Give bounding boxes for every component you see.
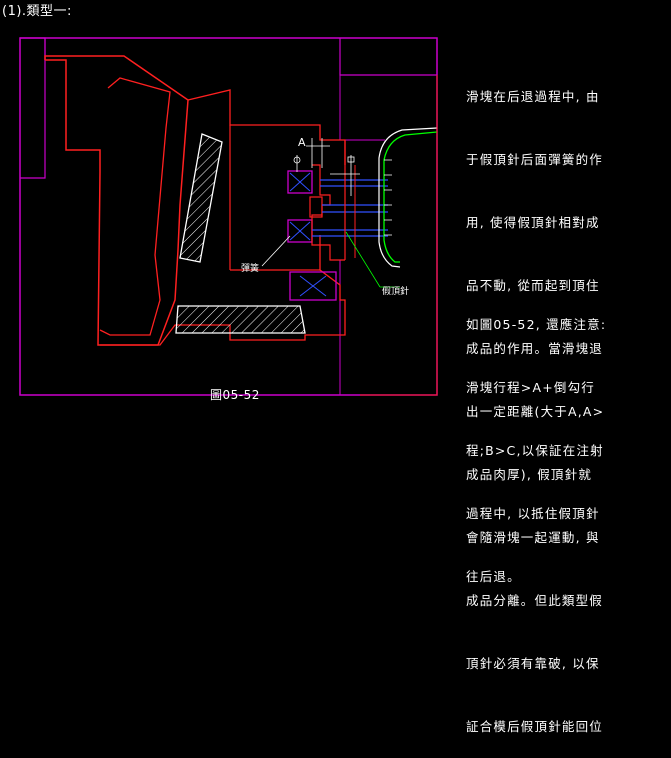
leader-spring <box>261 235 291 267</box>
note-line: 如圖05-52, 還應注意: <box>466 317 607 332</box>
description-line: 用, 使得假頂針相對成 <box>466 215 600 230</box>
mold-outer-frame <box>19 37 438 396</box>
description-line: 成品的作用。當滑塊退 <box>466 341 604 356</box>
cad-drawing-canvas <box>19 37 438 396</box>
note-paragraph: 如圖05-52, 還應注意: 滑塊行程>A+倒勾行 程;B>C,以保証在注射 過… <box>466 272 606 608</box>
note-line: 滑塊行程>A+倒勾行 <box>466 380 595 395</box>
section-heading: (1).類型一: <box>2 4 72 19</box>
slide-wedge-outline <box>99 77 171 336</box>
locking-block-hatch <box>179 133 223 263</box>
cavity-outline <box>360 75 438 396</box>
note-line: 程;B>C,以保証在注射 <box>466 443 604 458</box>
cavity-insert-lower <box>339 75 385 141</box>
spring-pocket-top <box>287 170 313 194</box>
spring-pocket-lower <box>289 271 337 301</box>
note-line: 過程中, 以抵住假頂針 <box>466 506 600 521</box>
note-line: 往后退。 <box>466 569 521 584</box>
false-ejector-pin-label: 假頂針 <box>382 287 410 297</box>
spring-label: 彈簧 <box>241 264 260 274</box>
product-contour <box>383 131 438 263</box>
dimension-label-a: A <box>298 136 306 149</box>
description-line: 滑塊在后退過程中, 由 <box>466 89 600 104</box>
leader-pin <box>345 231 381 288</box>
description-line: 于假頂針后面彈簧的作 <box>466 152 604 167</box>
description-line: 品不動, 從而起到頂住 <box>466 278 600 293</box>
pin-head <box>309 196 323 218</box>
description-line: 頂針必須有靠破, 以保 <box>466 656 600 671</box>
slide-body-outline <box>44 55 189 346</box>
left-plate-outline <box>20 37 46 179</box>
description-line: 証合模后假頂針能回位 <box>466 719 604 734</box>
slide-front-outline <box>100 235 346 346</box>
cavity-insert-outline <box>339 38 437 76</box>
wear-plate-hatch <box>175 305 306 334</box>
figure-caption: 圖05-52 <box>210 388 260 402</box>
